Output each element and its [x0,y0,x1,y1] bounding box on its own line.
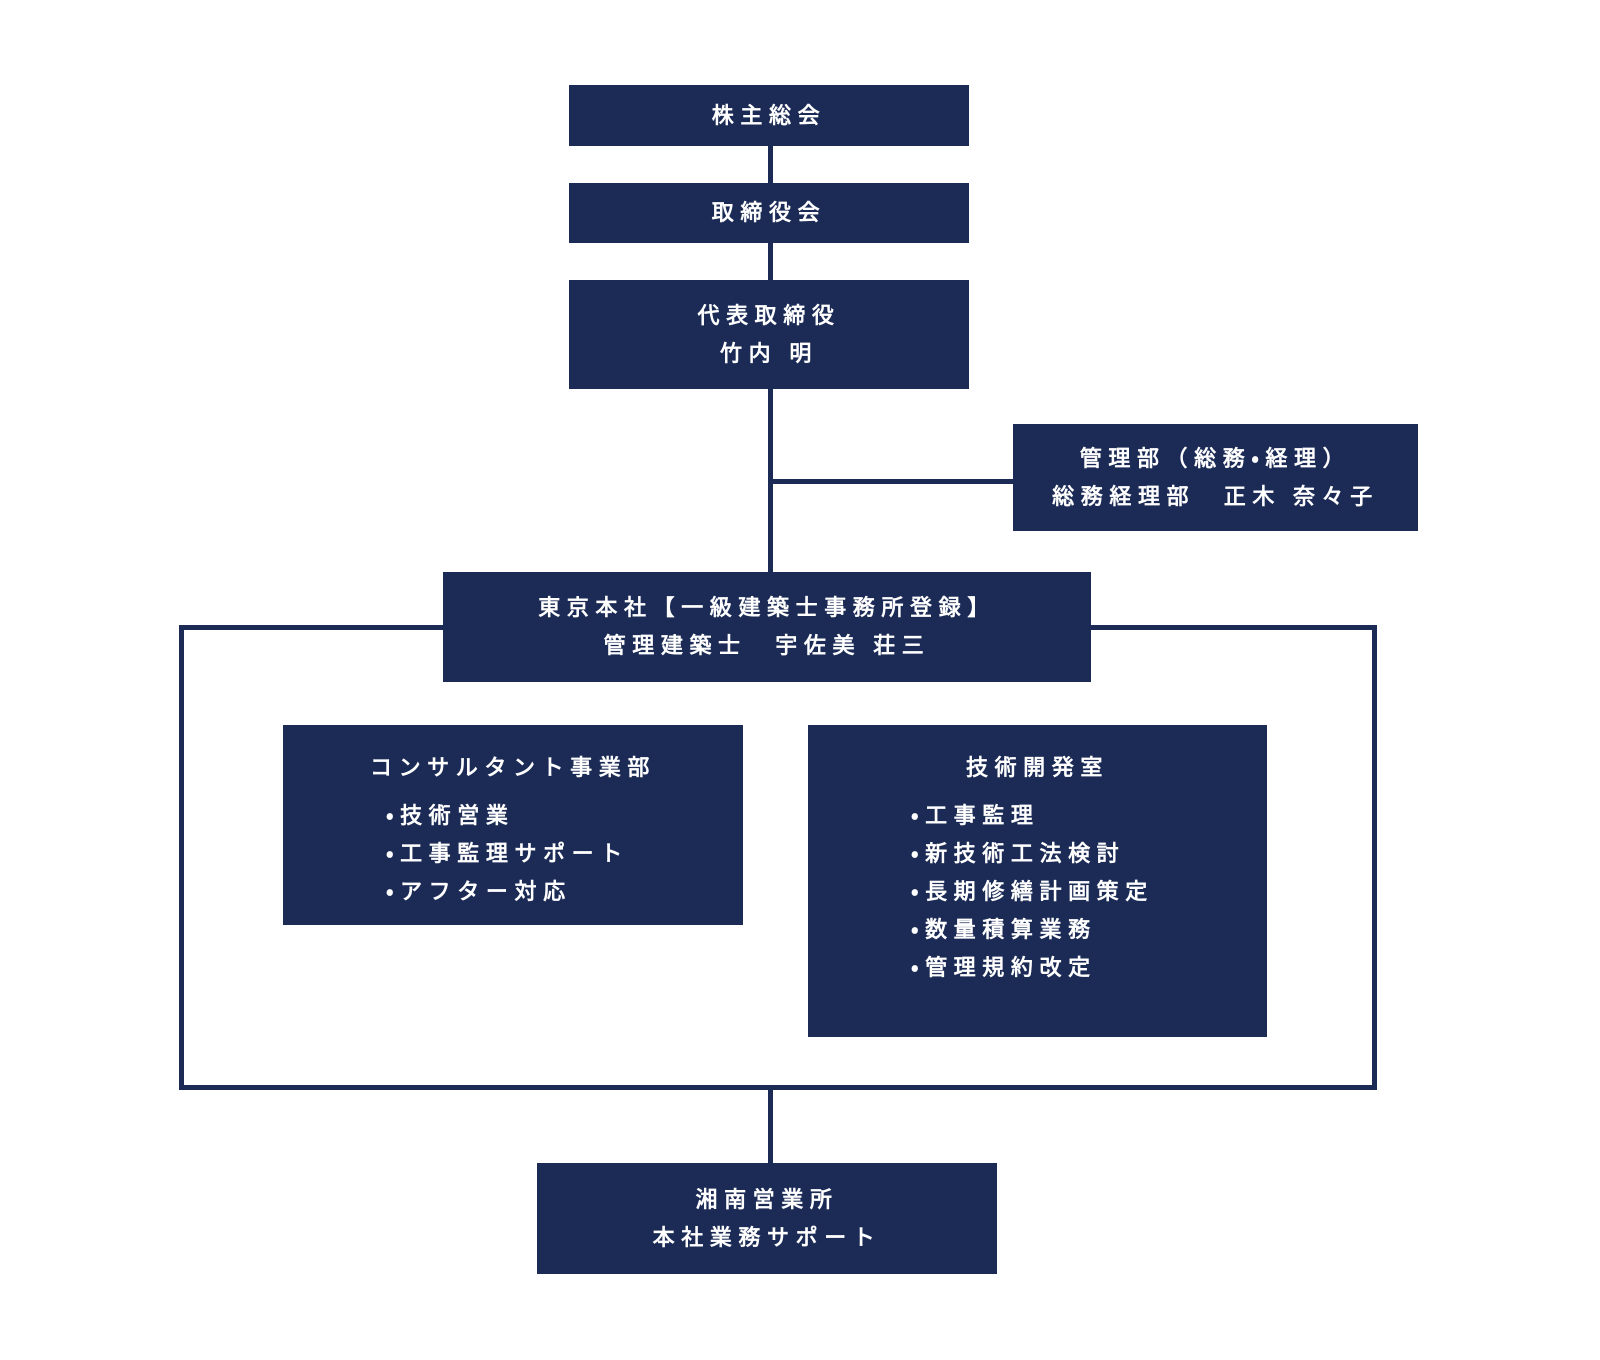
node-sublabel: 本社業務サポート [652,1224,882,1250]
node-label: 代表取締役 [697,302,841,328]
duty-item: ・数量積算業務 [911,917,1097,942]
connector-board-president [768,243,773,280]
duty-item: ・工事監理サポート [386,841,629,866]
duty-item: ・工事監理 [911,803,1040,828]
node-person-name: 竹内 明 [720,340,818,366]
org-node-consultant-division: コンサルタント事業部 ・技術営業 ・工事監理サポート ・アフター対応 [283,725,743,925]
node-person-name: 総務経理部 正木 奈々子 [1052,483,1379,509]
org-node-technical-development-office: 技術開発室 ・工事監理 ・新技術工法検討 ・長期修繕計画策定 ・数量積算業務 ・… [808,725,1267,1037]
duty-item: ・管理規約改定 [911,955,1097,980]
node-label: 技術開発室 [965,755,1109,780]
connector-frame-shonan [768,1089,773,1163]
node-label: 東京本社【一級建築士事務所登録】 [538,595,996,620]
duty-item: ・技術営業 [386,803,515,828]
node-person-name: 管理建築士 宇佐美 荘三 [603,633,931,658]
duty-item: ・新技術工法検討 [911,841,1126,866]
org-node-shareholders: 株主総会 [569,85,969,146]
node-duty-list: ・技術営業 ・工事監理サポート ・アフター対応 [283,797,743,911]
node-label: 湘南営業所 [695,1186,839,1212]
org-node-shonan-office: 湘南営業所 本社業務サポート [537,1163,997,1274]
node-label: 管理部（総務・経理） [1079,445,1352,471]
duty-item: ・長期修繕計画策定 [911,879,1154,904]
org-node-admin-department: 管理部（総務・経理） 総務経理部 正木 奈々子 [1013,424,1418,531]
org-node-tokyo-headquarters: 東京本社【一級建築士事務所登録】 管理建築士 宇佐美 荘三 [443,572,1091,682]
node-label: 株主総会 [711,102,827,128]
org-node-president: 代表取締役 竹内 明 [569,280,969,389]
connector-shareholders-board [768,146,773,183]
duty-item: ・アフター対応 [386,879,572,904]
node-duty-list: ・工事監理 ・新技術工法検討 ・長期修繕計画策定 ・数量積算業務 ・管理規約改定 [808,797,1267,987]
node-label: コンサルタント事業部 [369,755,656,780]
node-label: 取締役会 [711,200,827,225]
connector-branch-admin [770,479,1013,484]
org-node-board: 取締役会 [569,183,969,243]
